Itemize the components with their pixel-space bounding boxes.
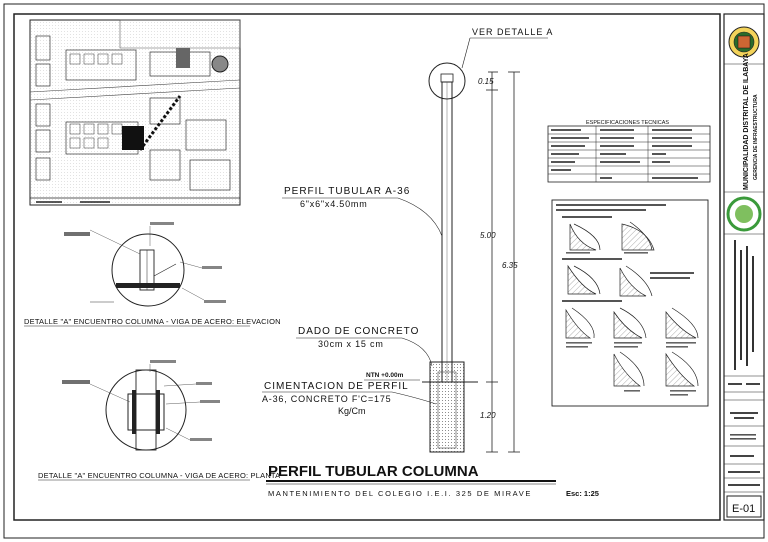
detail-a-plan: DETALLE "A" ENCUENTRO COLUMNA - VIGA DE … [38, 360, 280, 481]
foundation-3: Kg/Cm [338, 406, 366, 416]
profile-label-2: 6"x6"x4.50mm [300, 199, 368, 209]
site-plan [29, 19, 241, 206]
detail-plan-caption: DETALLE "A" ENCUENTRO COLUMNA - VIGA DE … [38, 471, 280, 480]
specs-title: ESPECIFICACIONES TECNICAS [586, 120, 669, 126]
concrete-die-1: DADO DE CONCRETO [298, 326, 419, 337]
column-elevation: VER DETALLE A 0.15 5.00 6.35 1.20 PERFIL… [262, 27, 553, 453]
inner-border [13, 13, 721, 521]
dim-total: 6.35 [502, 261, 518, 270]
dim-bottom: 1.20 [480, 411, 496, 420]
concrete-die-2: 30cm x 15 cm [318, 339, 384, 349]
main-title: PERFIL TUBULAR COLUMNA [268, 463, 479, 480]
sheet-code: E-01 [732, 503, 755, 515]
municipality-name: MUNICIPALIDAD DISTRITAL DE ILABAYA [743, 53, 750, 190]
scale-label: Esc: 1:25 [566, 489, 599, 498]
sidebar: MUNICIPALIDAD DISTRITAL DE ILABAYA GEREN… [724, 26, 764, 518]
title-area: PERFIL TUBULAR COLUMNA MANTENIMIENTO DEL… [266, 463, 599, 498]
municipality-dept: GERENCIA DE INFRAESTRUCTURA [753, 94, 759, 180]
dim-top: 0.15 [478, 77, 494, 86]
ntn-label: NTN +0.00m [366, 372, 404, 379]
title-block [723, 13, 765, 521]
detail-elevation-caption: DETALLE "A" ENCUENTRO COLUMNA - VIGA DE … [24, 317, 281, 326]
specs-table: ESPECIFICACIONES TECNICAS [547, 120, 711, 183]
foundation-2: A-36, CONCRETO F'C=175 [262, 394, 391, 404]
subtitle: MANTENIMIENTO DEL COLEGIO I.E.I. 325 DE … [268, 489, 532, 498]
buckling-diagram [551, 199, 709, 407]
foundation-1: CIMENTACION DE PERFIL [264, 381, 409, 392]
detail-callout: VER DETALLE A [472, 27, 553, 37]
profile-label-1: PERFIL TUBULAR A-36 [284, 186, 410, 197]
dim-mid: 5.00 [480, 231, 496, 240]
detail-a-elevation: DETALLE "A" ENCUENTRO COLUMNA - VIGA DE … [24, 222, 281, 327]
